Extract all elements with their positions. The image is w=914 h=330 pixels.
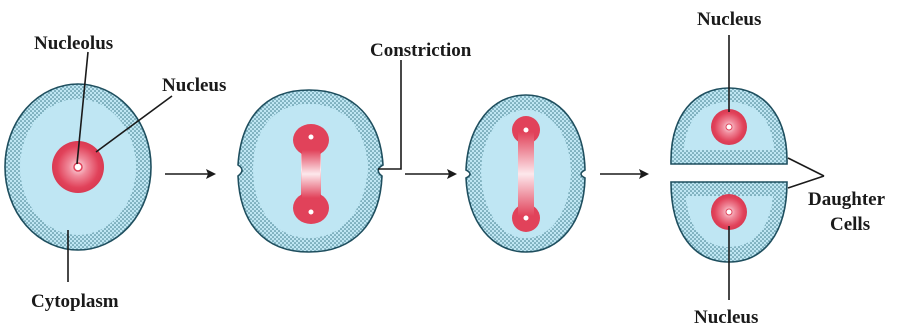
- constriction-label: Constriction: [370, 40, 472, 61]
- nucleus-label-stage-1: Nucleus: [162, 75, 226, 96]
- daughter-cells-label-line-2: Cells: [830, 214, 870, 235]
- arrow-2: [405, 169, 457, 179]
- nucleus-top-label: Nucleus: [697, 9, 761, 30]
- nucleolus-stage-1: [74, 163, 82, 171]
- nucleolus-label: Nucleolus: [34, 33, 113, 54]
- daughter-cells-label-line-1: Daughter: [808, 189, 886, 210]
- daughter-cells-bracket: [788, 158, 824, 188]
- stage-1-cell: [5, 84, 151, 250]
- stage-3-cell: [466, 95, 585, 252]
- nucleus-bottom-label: Nucleus: [694, 307, 758, 328]
- cytoplasm-label: Cytoplasm: [31, 291, 119, 312]
- arrow-3: [600, 169, 649, 179]
- arrow-1: [165, 169, 216, 179]
- stage-2-cell: [238, 90, 383, 252]
